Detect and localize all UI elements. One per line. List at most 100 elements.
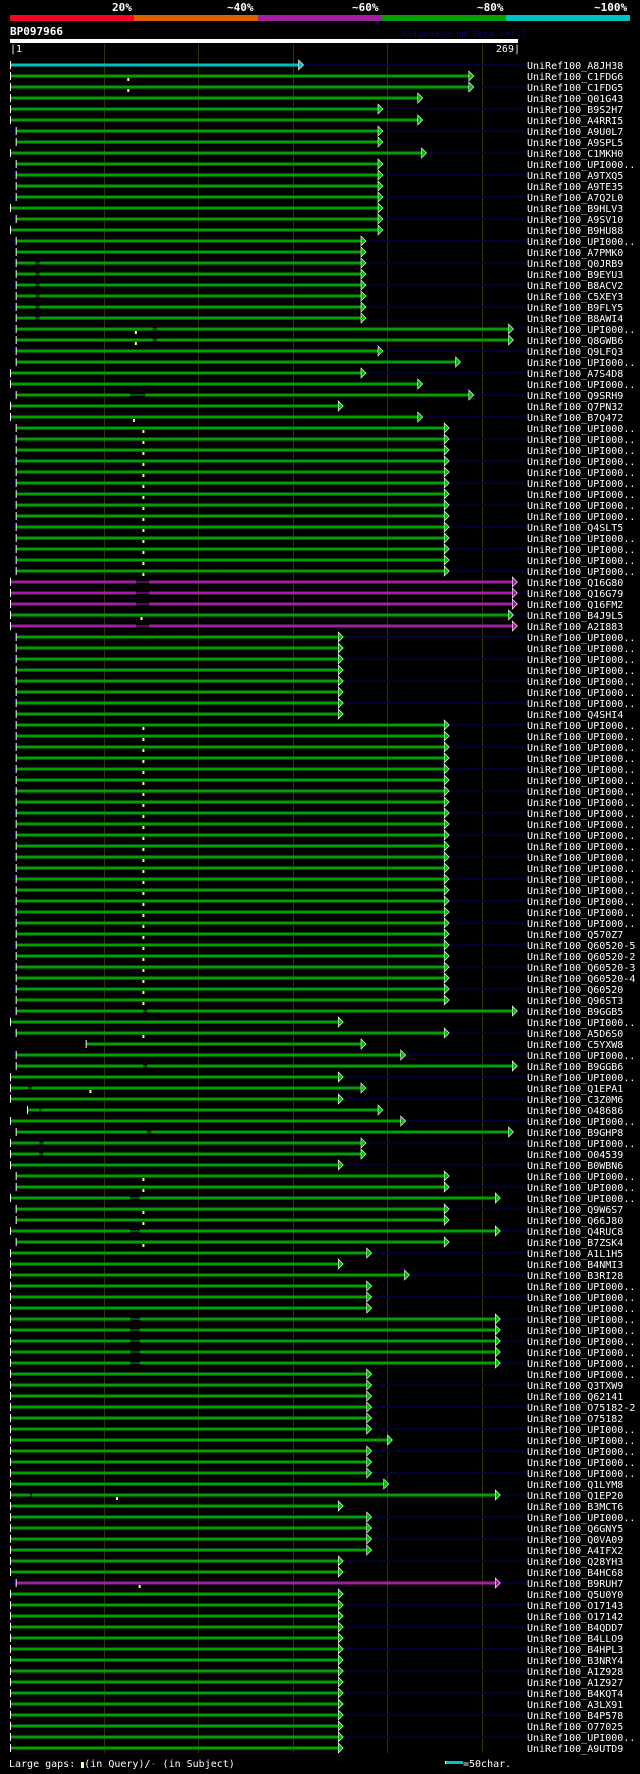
hit-label[interactable]: UniRef100_Q62141	[527, 1392, 623, 1403]
hit-label[interactable]: UniRef100_O77025	[527, 1722, 623, 1733]
hit-label[interactable]: UniRef100_UPI000..	[527, 1337, 635, 1348]
hit-label[interactable]: UniRef100_UPI000..	[527, 468, 635, 479]
hit-label[interactable]: UniRef100_B8ACV2	[527, 281, 623, 292]
hit-label[interactable]: UniRef100_UPI000..	[527, 1293, 635, 1304]
hit-label[interactable]: UniRef100_A7PMK0	[527, 248, 623, 259]
hit-label[interactable]: UniRef100_A3LX91	[527, 1700, 623, 1711]
hit-label[interactable]: UniRef100_Q60520-3	[527, 963, 635, 974]
hit-label[interactable]: UniRef100_UPI000..	[527, 754, 635, 765]
hit-label[interactable]: UniRef100_Q4RUC8	[527, 1227, 623, 1238]
hit-label[interactable]: UniRef100_B9GGB5	[527, 1007, 623, 1018]
hit-label[interactable]: UniRef100_A9TXQ5	[527, 171, 623, 182]
hit-label[interactable]: UniRef100_UPI000..	[527, 688, 635, 699]
hit-label[interactable]: UniRef100_A5D6S0	[527, 1029, 623, 1040]
hit-label[interactable]: UniRef100_UPI000..	[527, 677, 635, 688]
hit-label[interactable]: UniRef100_B8AWI4	[527, 314, 623, 325]
hit-label[interactable]: UniRef100_A1Z928	[527, 1667, 623, 1678]
hit-label[interactable]: UniRef100_UPI000..	[527, 1018, 635, 1029]
hit-label[interactable]: UniRef100_UPI000..	[527, 435, 635, 446]
hit-label[interactable]: UniRef100_UPI000..	[527, 479, 635, 490]
hit-label[interactable]: UniRef100_B9GGB6	[527, 1062, 623, 1073]
hit-label[interactable]: UniRef100_UPI000..	[527, 1073, 635, 1084]
hit-label[interactable]: UniRef100_A4IFX2	[527, 1546, 623, 1557]
hit-label[interactable]: UniRef100_C5YXW8	[527, 1040, 623, 1051]
hit-label[interactable]: UniRef100_UPI000..	[527, 655, 635, 666]
hit-label[interactable]: UniRef100_Q570Z7	[527, 930, 623, 941]
hit-label[interactable]: UniRef100_A7Q2L0	[527, 193, 623, 204]
hit-label[interactable]: UniRef100_C1FDG5	[527, 83, 623, 94]
hit-label[interactable]: UniRef100_UPI000..	[527, 732, 635, 743]
hit-label[interactable]: UniRef100_UPI000..	[527, 380, 635, 391]
hit-label[interactable]: UniRef100_B4NMI3	[527, 1260, 623, 1271]
hit-label[interactable]: UniRef100_Q60520-2	[527, 952, 635, 963]
hit-label[interactable]: UniRef100_A9UTD9	[527, 1744, 623, 1755]
hit-label[interactable]: UniRef100_B9HU88	[527, 226, 623, 237]
hit-label[interactable]: UniRef100_Q60520-4	[527, 974, 635, 985]
hit-label[interactable]: UniRef100_C3Z0M6	[527, 1095, 623, 1106]
hit-label[interactable]: UniRef100_UPI000..	[527, 1282, 635, 1293]
hit-label[interactable]: UniRef100_B4J9L5	[527, 611, 623, 622]
hit-label[interactable]: UniRef100_UPI000..	[527, 743, 635, 754]
hit-label[interactable]: UniRef100_UPI000..	[527, 1194, 635, 1205]
hit-label[interactable]: UniRef100_Q0JRB9	[527, 259, 623, 270]
hit-label[interactable]: UniRef100_Q8GWB6	[527, 336, 623, 347]
hit-label[interactable]: UniRef100_B7ZSK4	[527, 1238, 623, 1249]
hit-label[interactable]: UniRef100_UPI000..	[527, 831, 635, 842]
hit-label[interactable]: UniRef100_B0WBN6	[527, 1161, 623, 1172]
hit-label[interactable]: UniRef100_Q9LFQ3	[527, 347, 623, 358]
hit-label[interactable]: UniRef100_Q0VA09	[527, 1535, 623, 1546]
hit-label[interactable]: UniRef100_Q16FM2	[527, 600, 623, 611]
hit-label[interactable]: UniRef100_UPI000..	[527, 490, 635, 501]
hit-label[interactable]: UniRef100_A9SPL5	[527, 138, 623, 149]
hit-label[interactable]: UniRef100_Q5U0Y0	[527, 1590, 623, 1601]
hit-label[interactable]: UniRef100_UPI000..	[527, 908, 635, 919]
hit-label[interactable]: UniRef100_B9FLY5	[527, 303, 623, 314]
hit-label[interactable]: UniRef100_A9U0L7	[527, 127, 623, 138]
hit-label[interactable]: UniRef100_Q1EPA1	[527, 1084, 623, 1095]
hit-label[interactable]: UniRef100_UPI000..	[527, 1139, 635, 1150]
hit-label[interactable]: UniRef100_UPI000..	[527, 424, 635, 435]
hit-label[interactable]: UniRef100_Q28YH3	[527, 1557, 623, 1568]
hit-label[interactable]: UniRef100_UPI000..	[527, 1370, 635, 1381]
hit-label[interactable]: UniRef100_Q60520-5	[527, 941, 635, 952]
hit-label[interactable]: UniRef100_UPI000..	[527, 358, 635, 369]
hit-label[interactable]: UniRef100_UPI000..	[527, 809, 635, 820]
hit-label[interactable]: UniRef100_Q1LYM8	[527, 1480, 623, 1491]
hit-label[interactable]: UniRef100_C1FDG6	[527, 72, 623, 83]
hit-label[interactable]: UniRef100_Q60520	[527, 985, 623, 996]
hit-label[interactable]: UniRef100_A1L1H5	[527, 1249, 623, 1260]
hit-label[interactable]: UniRef100_B4HPL3	[527, 1645, 623, 1656]
hit-label[interactable]: UniRef100_UPI000..	[527, 501, 635, 512]
hit-label[interactable]: UniRef100_UPI000..	[527, 457, 635, 468]
hit-label[interactable]: UniRef100_A2I883	[527, 622, 623, 633]
hit-label[interactable]: UniRef100_O75182-2	[527, 1403, 635, 1414]
hit-label[interactable]: UniRef100_UPI000..	[527, 1051, 635, 1062]
hit-label[interactable]: UniRef100_UPI000..	[527, 1733, 635, 1744]
hit-label[interactable]: UniRef100_B7Q472	[527, 413, 623, 424]
hit-label[interactable]: UniRef100_Q1EP20	[527, 1491, 623, 1502]
hit-label[interactable]: UniRef100_UPI000..	[527, 534, 635, 545]
hit-label[interactable]: UniRef100_UPI000..	[527, 1304, 635, 1315]
hit-label[interactable]: UniRef100_A7S4D8	[527, 369, 623, 380]
hit-label[interactable]: UniRef100_UPI000..	[527, 1326, 635, 1337]
hit-label[interactable]: UniRef100_C1MKH0	[527, 149, 623, 160]
hit-label[interactable]: UniRef100_B9HLV3	[527, 204, 623, 215]
hit-label[interactable]: UniRef100_UPI000..	[527, 325, 635, 336]
hit-label[interactable]: UniRef100_B4HC68	[527, 1568, 623, 1579]
hit-label[interactable]: UniRef100_Q01G43	[527, 94, 623, 105]
hit-label[interactable]: UniRef100_B4KQT4	[527, 1689, 623, 1700]
hit-label[interactable]: UniRef100_O17142	[527, 1612, 623, 1623]
hit-label[interactable]: UniRef100_Q4SLT5	[527, 523, 623, 534]
hit-label[interactable]: UniRef100_UPI000..	[527, 853, 635, 864]
hit-label[interactable]: UniRef100_O48686	[527, 1106, 623, 1117]
hit-label[interactable]: UniRef100_B3MCT6	[527, 1502, 623, 1513]
hit-label[interactable]: UniRef100_UPI000..	[527, 1348, 635, 1359]
hit-label[interactable]: UniRef100_UPI000..	[527, 512, 635, 523]
hit-label[interactable]: UniRef100_B9EYU3	[527, 270, 623, 281]
hit-label[interactable]: UniRef100_B3NRY4	[527, 1656, 623, 1667]
hit-label[interactable]: UniRef100_UPI000..	[527, 633, 635, 644]
hit-label[interactable]: UniRef100_UPI000..	[527, 875, 635, 886]
hit-label[interactable]: UniRef100_B9S2H7	[527, 105, 623, 116]
hit-label[interactable]: UniRef100_Q66J80	[527, 1216, 623, 1227]
hit-label[interactable]: UniRef100_O75182	[527, 1414, 623, 1425]
